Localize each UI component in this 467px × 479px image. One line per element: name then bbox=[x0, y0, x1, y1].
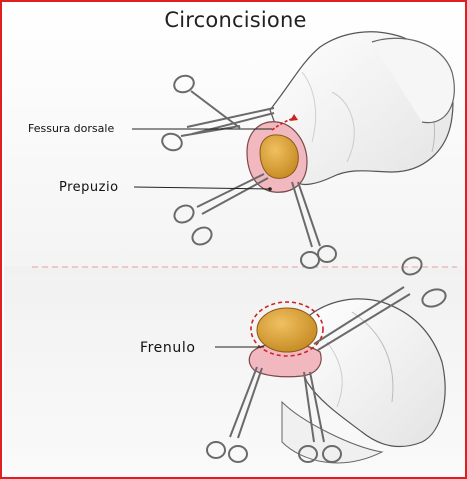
label-frenulo: Frenulo bbox=[140, 341, 196, 355]
label-prepuzio: Prepuzio bbox=[59, 181, 119, 194]
lower-glans bbox=[257, 308, 317, 352]
diagram-title: Circoncisione bbox=[2, 8, 467, 32]
label-fessura-dorsale: Fessura dorsale bbox=[28, 123, 114, 134]
upper-glans bbox=[260, 135, 298, 178]
